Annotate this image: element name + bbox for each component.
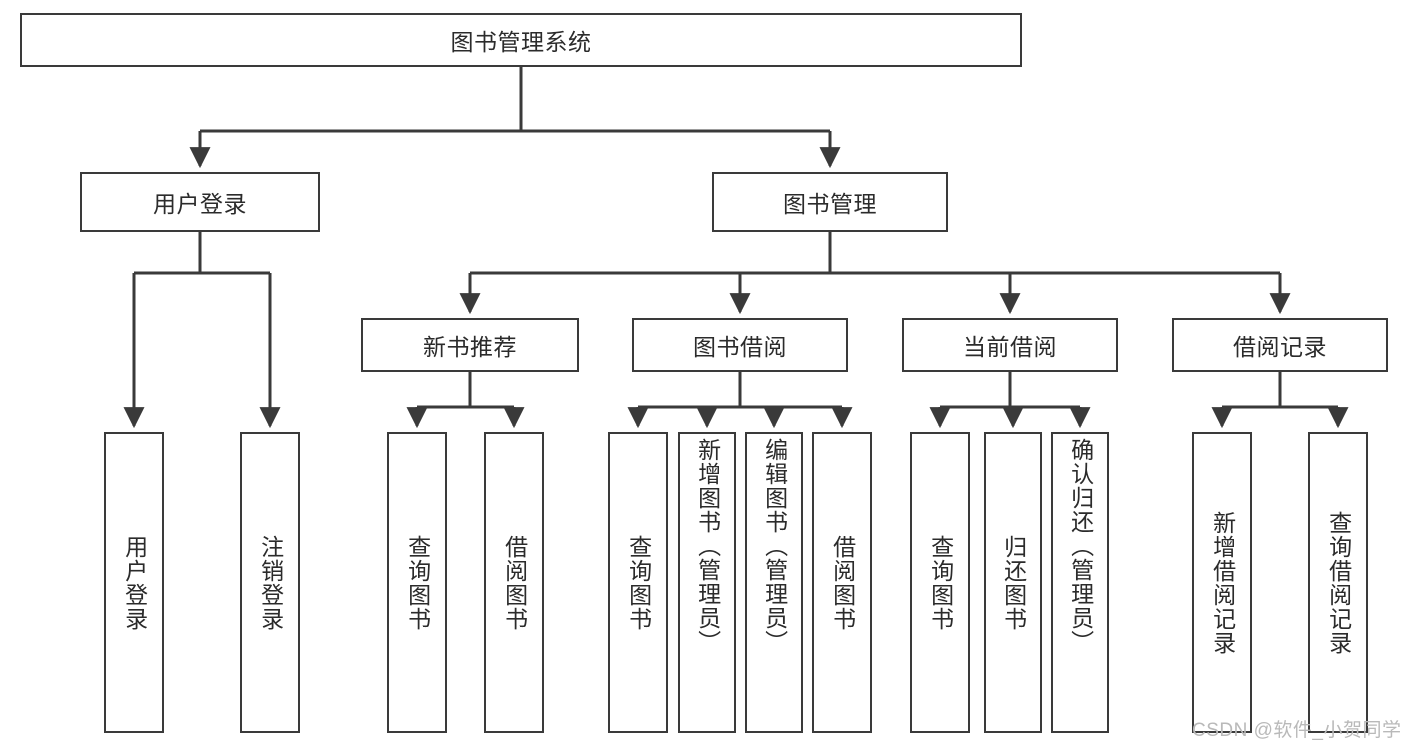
node-book-borrow[interactable]: 图书借阅	[632, 318, 848, 372]
node-new-book-recommend[interactable]: 新书推荐	[361, 318, 579, 372]
node-borrow-records[interactable]: 借阅记录	[1172, 318, 1388, 372]
node-leaf-add-book-admin[interactable]: 新增图书（管理员）	[678, 432, 736, 733]
node-book-borrow-label: 图书借阅	[693, 334, 787, 360]
watermark-text: CSDN @软件_小贺同学	[1192, 720, 1402, 741]
node-user-login[interactable]: 用户登录	[80, 172, 320, 232]
node-leaf-query-book-2[interactable]: 查询图书	[608, 432, 668, 733]
node-leaf-query-borrow-record[interactable]: 查询借阅记录	[1308, 432, 1368, 733]
node-root-label: 图书管理系统	[450, 29, 592, 55]
node-leaf-add-borrow-record-label: 新增借阅记录	[1209, 510, 1236, 655]
node-current-borrow-label: 当前借阅	[963, 334, 1057, 360]
node-current-borrow[interactable]: 当前借阅	[902, 318, 1118, 372]
node-leaf-add-book-admin-label: 新增图书（管理员）	[694, 438, 721, 654]
node-leaf-query-book-1-label: 查询图书	[404, 534, 431, 631]
node-leaf-edit-book-admin[interactable]: 编辑图书（管理员）	[745, 432, 803, 733]
node-leaf-query-book-3[interactable]: 查询图书	[910, 432, 970, 733]
node-leaf-logout-login[interactable]: 注销登录	[240, 432, 300, 733]
node-leaf-logout-login-label: 注销登录	[257, 534, 284, 631]
node-leaf-query-book-2-label: 查询图书	[625, 534, 652, 631]
node-new-book-recommend-label: 新书推荐	[423, 334, 517, 360]
node-leaf-edit-book-admin-label: 编辑图书（管理员）	[761, 438, 788, 654]
node-leaf-query-book-3-label: 查询图书	[927, 534, 954, 631]
node-leaf-confirm-return-admin-label: 确认归还（管理员）	[1067, 438, 1094, 654]
node-leaf-add-borrow-record[interactable]: 新增借阅记录	[1192, 432, 1252, 733]
node-leaf-query-book-1[interactable]: 查询图书	[387, 432, 447, 733]
node-book-management-label: 图书管理	[783, 191, 877, 217]
node-book-management[interactable]: 图书管理	[712, 172, 948, 232]
node-leaf-borrow-book-1-label: 借阅图书	[501, 534, 528, 631]
node-leaf-query-borrow-record-label: 查询借阅记录	[1325, 510, 1352, 655]
node-leaf-confirm-return-admin[interactable]: 确认归还（管理员）	[1051, 432, 1109, 733]
node-leaf-return-book[interactable]: 归还图书	[984, 432, 1042, 733]
node-leaf-user-login-label: 用户登录	[121, 534, 148, 631]
node-leaf-return-book-label: 归还图书	[1000, 534, 1027, 631]
node-borrow-records-label: 借阅记录	[1233, 334, 1327, 360]
node-leaf-user-login[interactable]: 用户登录	[104, 432, 164, 733]
node-leaf-borrow-book-2[interactable]: 借阅图书	[812, 432, 872, 733]
node-leaf-borrow-book-1[interactable]: 借阅图书	[484, 432, 544, 733]
node-leaf-borrow-book-2-label: 借阅图书	[829, 534, 856, 631]
node-user-login-label: 用户登录	[153, 191, 247, 217]
node-root[interactable]: 图书管理系统	[20, 13, 1022, 67]
